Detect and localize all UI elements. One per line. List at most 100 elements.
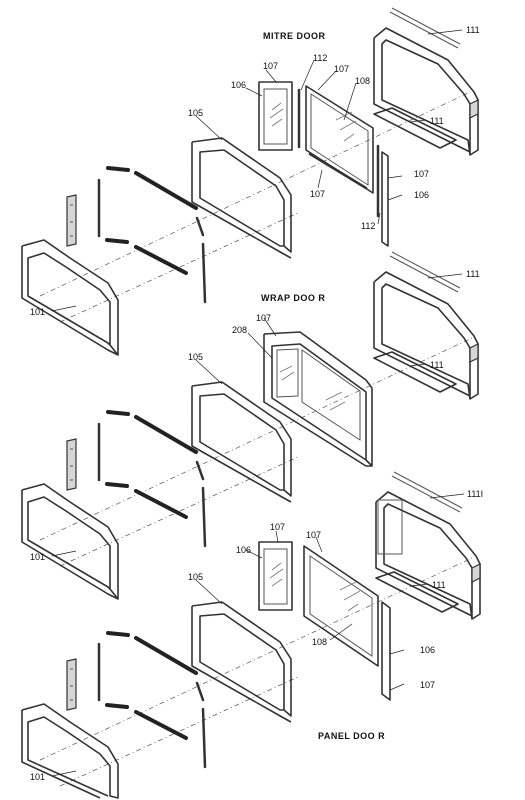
leader-111-a: [427, 29, 463, 35]
leader-101: [51, 305, 77, 312]
leader-106-a: [245, 87, 263, 97]
seal-bottom-long-panel: [134, 710, 188, 740]
seal-top-short-wrap: [106, 410, 130, 416]
seal-top-long-wrap: [134, 415, 198, 454]
callout-107-wrap: 107: [256, 313, 271, 323]
callout-101-panel: 101: [30, 772, 45, 782]
assembly-axis: [39, 91, 471, 297]
callout-105-wrap: 105: [188, 352, 203, 362]
leader-111-wrap-b: [409, 363, 427, 367]
callout-111-panel-b: 111: [432, 580, 446, 590]
rear-frame-111-wrap: [373, 251, 479, 400]
leader-208: [247, 332, 273, 359]
seal-bottom-short-panel: [105, 703, 129, 709]
callout-112-b: 112: [361, 221, 375, 231]
hinge-plate: [66, 194, 77, 247]
callout-106-b: 106: [414, 190, 429, 200]
assembly-axis-3-lower: [59, 675, 301, 787]
leader-106-b: [387, 194, 403, 201]
frame-101: [21, 239, 119, 356]
callout-105-panel: 105: [188, 572, 203, 582]
leader-111-panel-b: [411, 583, 429, 587]
leader-107-b: [317, 70, 337, 91]
leader-107-wrap: [263, 317, 277, 337]
callout-111-a: 111: [466, 25, 480, 35]
leader-111-panel-a: [429, 493, 465, 499]
leader-112-a: [300, 59, 315, 91]
rear-frame-111-panel: [375, 471, 481, 620]
seal-side-upper-wrap: [195, 460, 205, 481]
mitre-door-title: MITRE DOOR: [263, 31, 326, 41]
callout-101: 101: [30, 307, 45, 317]
side-panel-106-panel: [381, 601, 391, 701]
side-panel-106: [381, 151, 389, 247]
leader-101-panel: [51, 770, 77, 777]
leader-101-wrap: [51, 550, 77, 557]
seal-top-short: [106, 166, 130, 172]
large-window-108: [305, 85, 374, 194]
seal-side-lower: [201, 242, 207, 304]
leader-107-a: [265, 69, 277, 83]
callout-111-wrap-a: 111: [466, 269, 480, 279]
callout-101-wrap: 101: [30, 552, 45, 562]
callout-107-a: 107: [263, 61, 278, 71]
leader-108-panel: [329, 623, 353, 641]
leader-108-a: [343, 82, 357, 121]
callout-107-c: 107: [310, 189, 325, 199]
leader-105-wrap: [195, 359, 223, 385]
leader-105-panel: [195, 579, 223, 605]
callout-108-a: 108: [355, 76, 370, 86]
seal-side-upper-panel: [195, 681, 205, 702]
wrap-door-title: WRAP DOO R: [261, 293, 325, 303]
seal-bottom-short-wrap: [105, 482, 129, 488]
seal-side-lower-wrap: [201, 486, 207, 548]
leader-106-panel-b: [389, 649, 405, 655]
callout-105: 105: [188, 108, 203, 118]
hinge-plate-panel: [66, 658, 77, 711]
leader-112-b: [377, 212, 381, 225]
assembly-axis-3: [39, 557, 473, 761]
leader-111-wrap-a: [427, 273, 463, 279]
small-window-106-panel: [258, 541, 293, 611]
leader-107-c: [317, 169, 323, 189]
callout-111-wrap-b: 111: [430, 360, 444, 370]
frame-101-panel: [21, 703, 119, 799]
callout-107-panel-c: 107: [420, 680, 435, 690]
small-window-106: [258, 81, 293, 151]
panel-door-title: PANEL DOO R: [318, 731, 385, 741]
seal-side-lower-panel: [201, 707, 207, 769]
seal-bottom-long-wrap: [134, 489, 188, 519]
seal-top-long-panel: [134, 636, 198, 675]
callout-107-d: 107: [414, 169, 429, 179]
callout-107-b: 107: [334, 64, 349, 74]
callout-106-panel-a: 106: [236, 545, 251, 555]
leader-107-panel-a: [275, 530, 279, 543]
rear-frame-111-a: [373, 7, 479, 156]
seal-top-short-panel: [106, 631, 130, 637]
callout-111-b: 111: [430, 116, 444, 126]
callout-112-a: 112: [313, 53, 327, 63]
bottom-strip-107: [308, 152, 368, 190]
wrap-door-section: WRAP DOO R 101 105 107: [21, 251, 480, 600]
frame-105: [191, 137, 292, 259]
seal-bottom-short: [105, 238, 129, 244]
seal-top-long: [134, 171, 198, 210]
mitre-door-section: MITRE DOOR 101 105: [21, 7, 480, 356]
seal-bottom-long: [134, 245, 188, 275]
frame-101-wrap: [21, 483, 119, 600]
seal-side-upper: [195, 216, 205, 237]
frame-105-wrap: [191, 381, 292, 503]
leader-107-panel-c: [389, 683, 405, 691]
leader-107-panel-b: [315, 536, 323, 553]
callout-108-panel: 108: [312, 637, 327, 647]
panel-door-section: PANEL DOO R 101 105 107 1: [21, 471, 483, 799]
callout-208: 208: [232, 325, 247, 335]
assembly-axis-lower: [59, 211, 301, 323]
leader-106-panel-a: [245, 549, 263, 559]
callout-106-panel-b: 106: [420, 645, 435, 655]
assembly-axis-2: [39, 337, 473, 541]
callout-111-panel-a: 111I: [467, 489, 483, 499]
hinge-plate-wrap: [66, 438, 77, 491]
large-window-108-panel: [303, 545, 379, 667]
